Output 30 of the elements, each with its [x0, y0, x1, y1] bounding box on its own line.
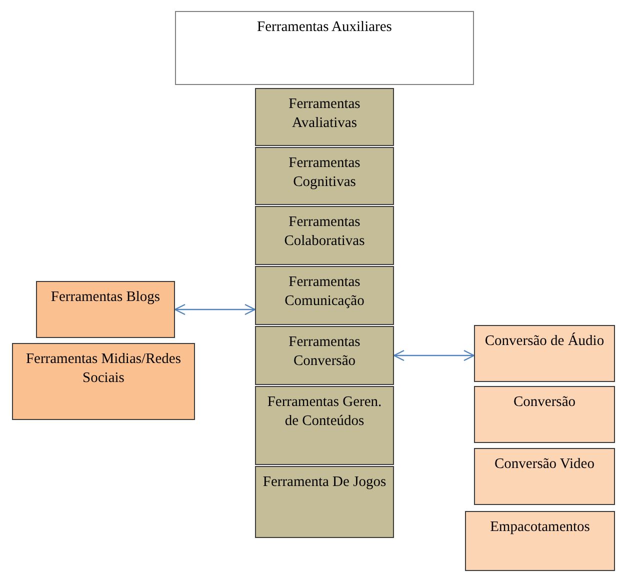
box-label: Conversão Video — [494, 455, 594, 474]
box-label: Ferramentas Colaborativas — [283, 213, 366, 251]
double-arrow — [174, 304, 256, 316]
tool-box — [255, 88, 394, 146]
box-label: Ferramentas Conversão — [288, 333, 362, 371]
box-label: Ferramentas Auxiliares — [257, 18, 392, 37]
tool-box — [36, 281, 175, 338]
tool-box — [474, 448, 615, 505]
box-label: Ferramentas Avaliativas — [288, 95, 362, 133]
tool-box — [255, 466, 394, 538]
box-label: Ferramenta De Jogos — [262, 473, 386, 492]
tool-box — [255, 386, 394, 465]
tool-box — [255, 326, 394, 385]
tool-box — [474, 386, 615, 443]
tool-box — [255, 266, 394, 325]
box-label: Conversão de Áudio — [484, 332, 604, 351]
box-label: Empacotamentos — [490, 518, 590, 537]
tool-box — [474, 325, 615, 382]
box-label: Ferramentas Blogs — [50, 288, 160, 307]
tool-box — [255, 147, 394, 205]
double-arrow — [393, 350, 475, 362]
tool-box — [465, 511, 615, 571]
tool-box — [12, 343, 195, 420]
box-label: Ferramentas Geren. de Conteúdos — [266, 393, 383, 431]
box-label: Ferramentas Midias/Redes Sociais — [24, 350, 182, 388]
tool-box — [175, 11, 474, 85]
tool-box — [255, 206, 394, 265]
box-label: Conversão — [513, 393, 576, 412]
box-label: Ferramentas Comunicação — [284, 273, 366, 311]
box-label: Ferramentas Cognitivas — [288, 154, 362, 192]
